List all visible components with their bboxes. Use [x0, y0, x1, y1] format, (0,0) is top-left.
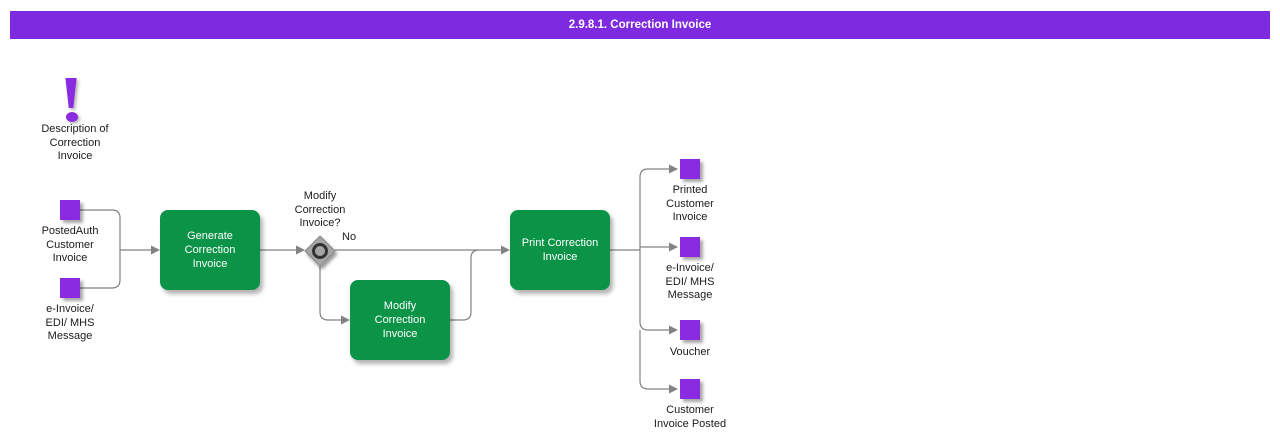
input-postedauth-customer-invoice-label: PostedAuth Customer Invoice — [41, 225, 99, 264]
diagram-title: 2.9.8.1. Correction Invoice — [568, 19, 712, 31]
output-einvoice-edi-mhs-icon[interactable] — [680, 237, 700, 257]
exclamation-bar — [65, 78, 77, 108]
decision-gateway[interactable] — [296, 227, 348, 279]
output-printed-customer-invoice-icon[interactable] — [680, 159, 700, 179]
output-customer-invoice-posted-icon[interactable] — [680, 379, 700, 399]
activity-modify-label: Modify Correction Invoice — [374, 300, 426, 340]
decision-no-branch-label: No — [342, 231, 357, 243]
decision-question-label: Modify Correction Invoice? — [294, 190, 346, 229]
input-einvoice-edi-mhs-label: e-Invoice/ EDI/ MHS Message — [45, 303, 95, 342]
input-postedauth-customer-invoice-icon[interactable] — [60, 200, 80, 220]
diagram-title-bar: 2.9.8.1. Correction Invoice — [10, 11, 1270, 39]
output-printed-customer-invoice-label: Printed Customer Invoice — [666, 184, 714, 223]
output-einvoice-edi-mhs-label: e-Invoice/ EDI/ MHS Message — [665, 262, 715, 301]
activity-print-label: Print Correction Invoice — [521, 237, 599, 263]
output-voucher-icon[interactable] — [680, 320, 700, 340]
exclamation-icon[interactable] — [60, 76, 86, 126]
activity-modify-correction-invoice[interactable]: Modify Correction Invoice — [350, 280, 450, 360]
output-voucher-label: Voucher — [669, 346, 711, 358]
activity-generate-label: Generate Correction Invoice — [184, 230, 236, 270]
input-einvoice-edi-mhs-icon[interactable] — [60, 278, 80, 298]
activity-print-correction-invoice[interactable]: Print Correction Invoice — [510, 210, 610, 290]
note-label: Description of Correction Invoice — [41, 123, 109, 162]
exclamation-dot — [66, 112, 78, 122]
gateway-circle-icon — [312, 243, 328, 259]
activity-generate-correction-invoice[interactable]: Generate Correction Invoice — [160, 210, 260, 290]
output-customer-invoice-posted-label: Customer Invoice Posted — [653, 404, 727, 430]
